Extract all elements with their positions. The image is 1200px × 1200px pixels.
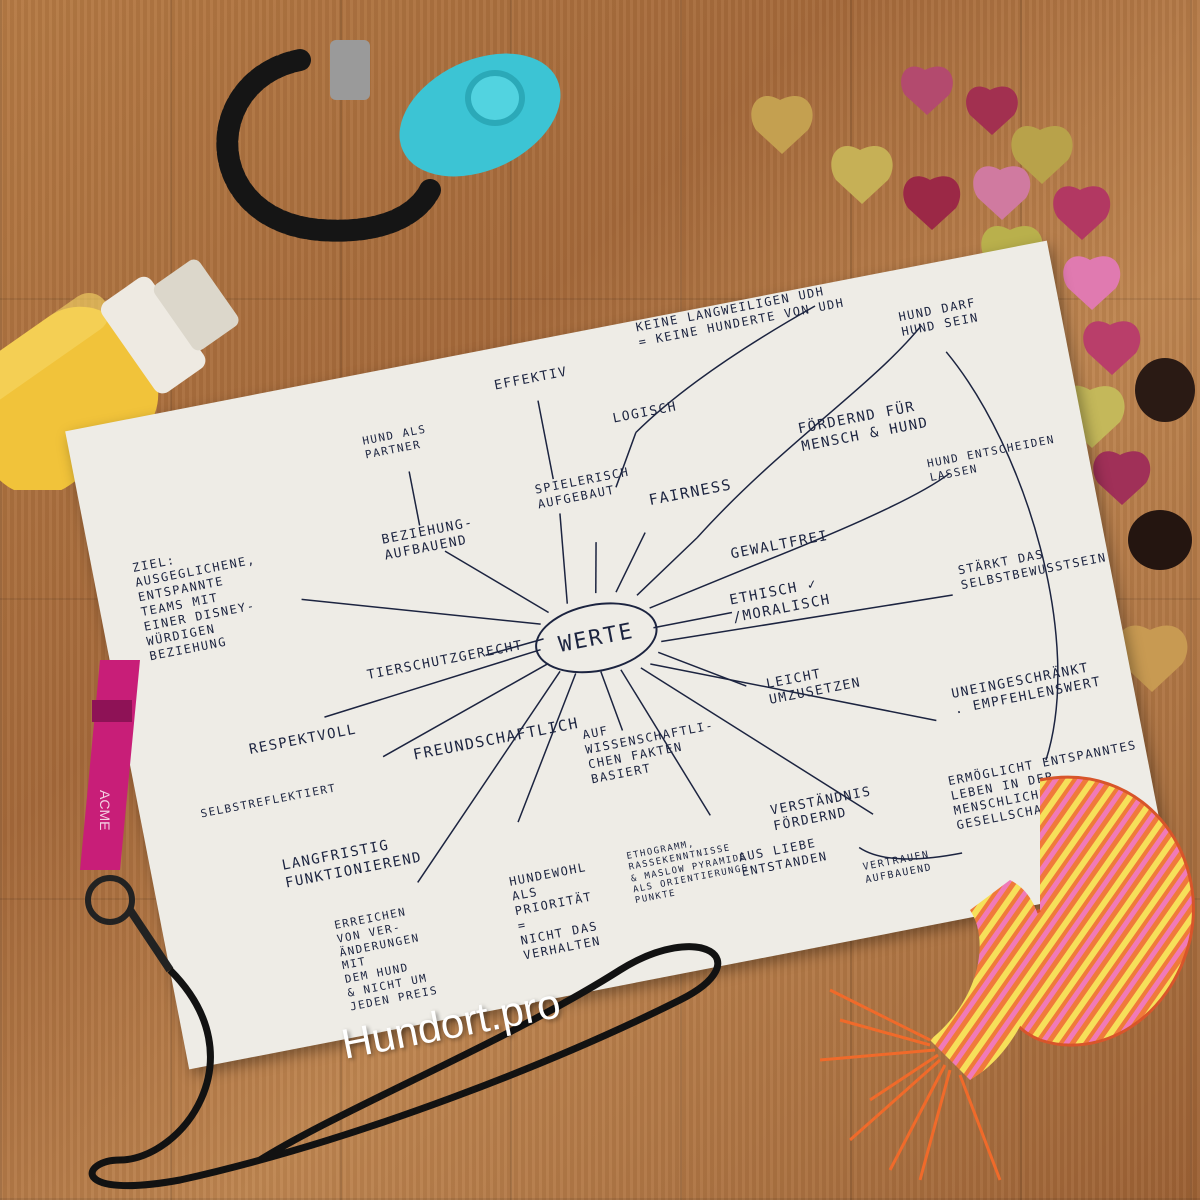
dog-treats: [751, 66, 1195, 692]
clicker: [216, 40, 561, 242]
whistle-label: ACME: [97, 790, 113, 830]
whistle-with-lanyard: ACME: [80, 660, 722, 1190]
mindmap-paper: WERTE ZIEL: AUSGEGLICHENE, ENTSPANNTE TE…: [65, 240, 1171, 1070]
mindmap-arrows: [301, 305, 1059, 883]
rope-toy: [819, 775, 1195, 1181]
